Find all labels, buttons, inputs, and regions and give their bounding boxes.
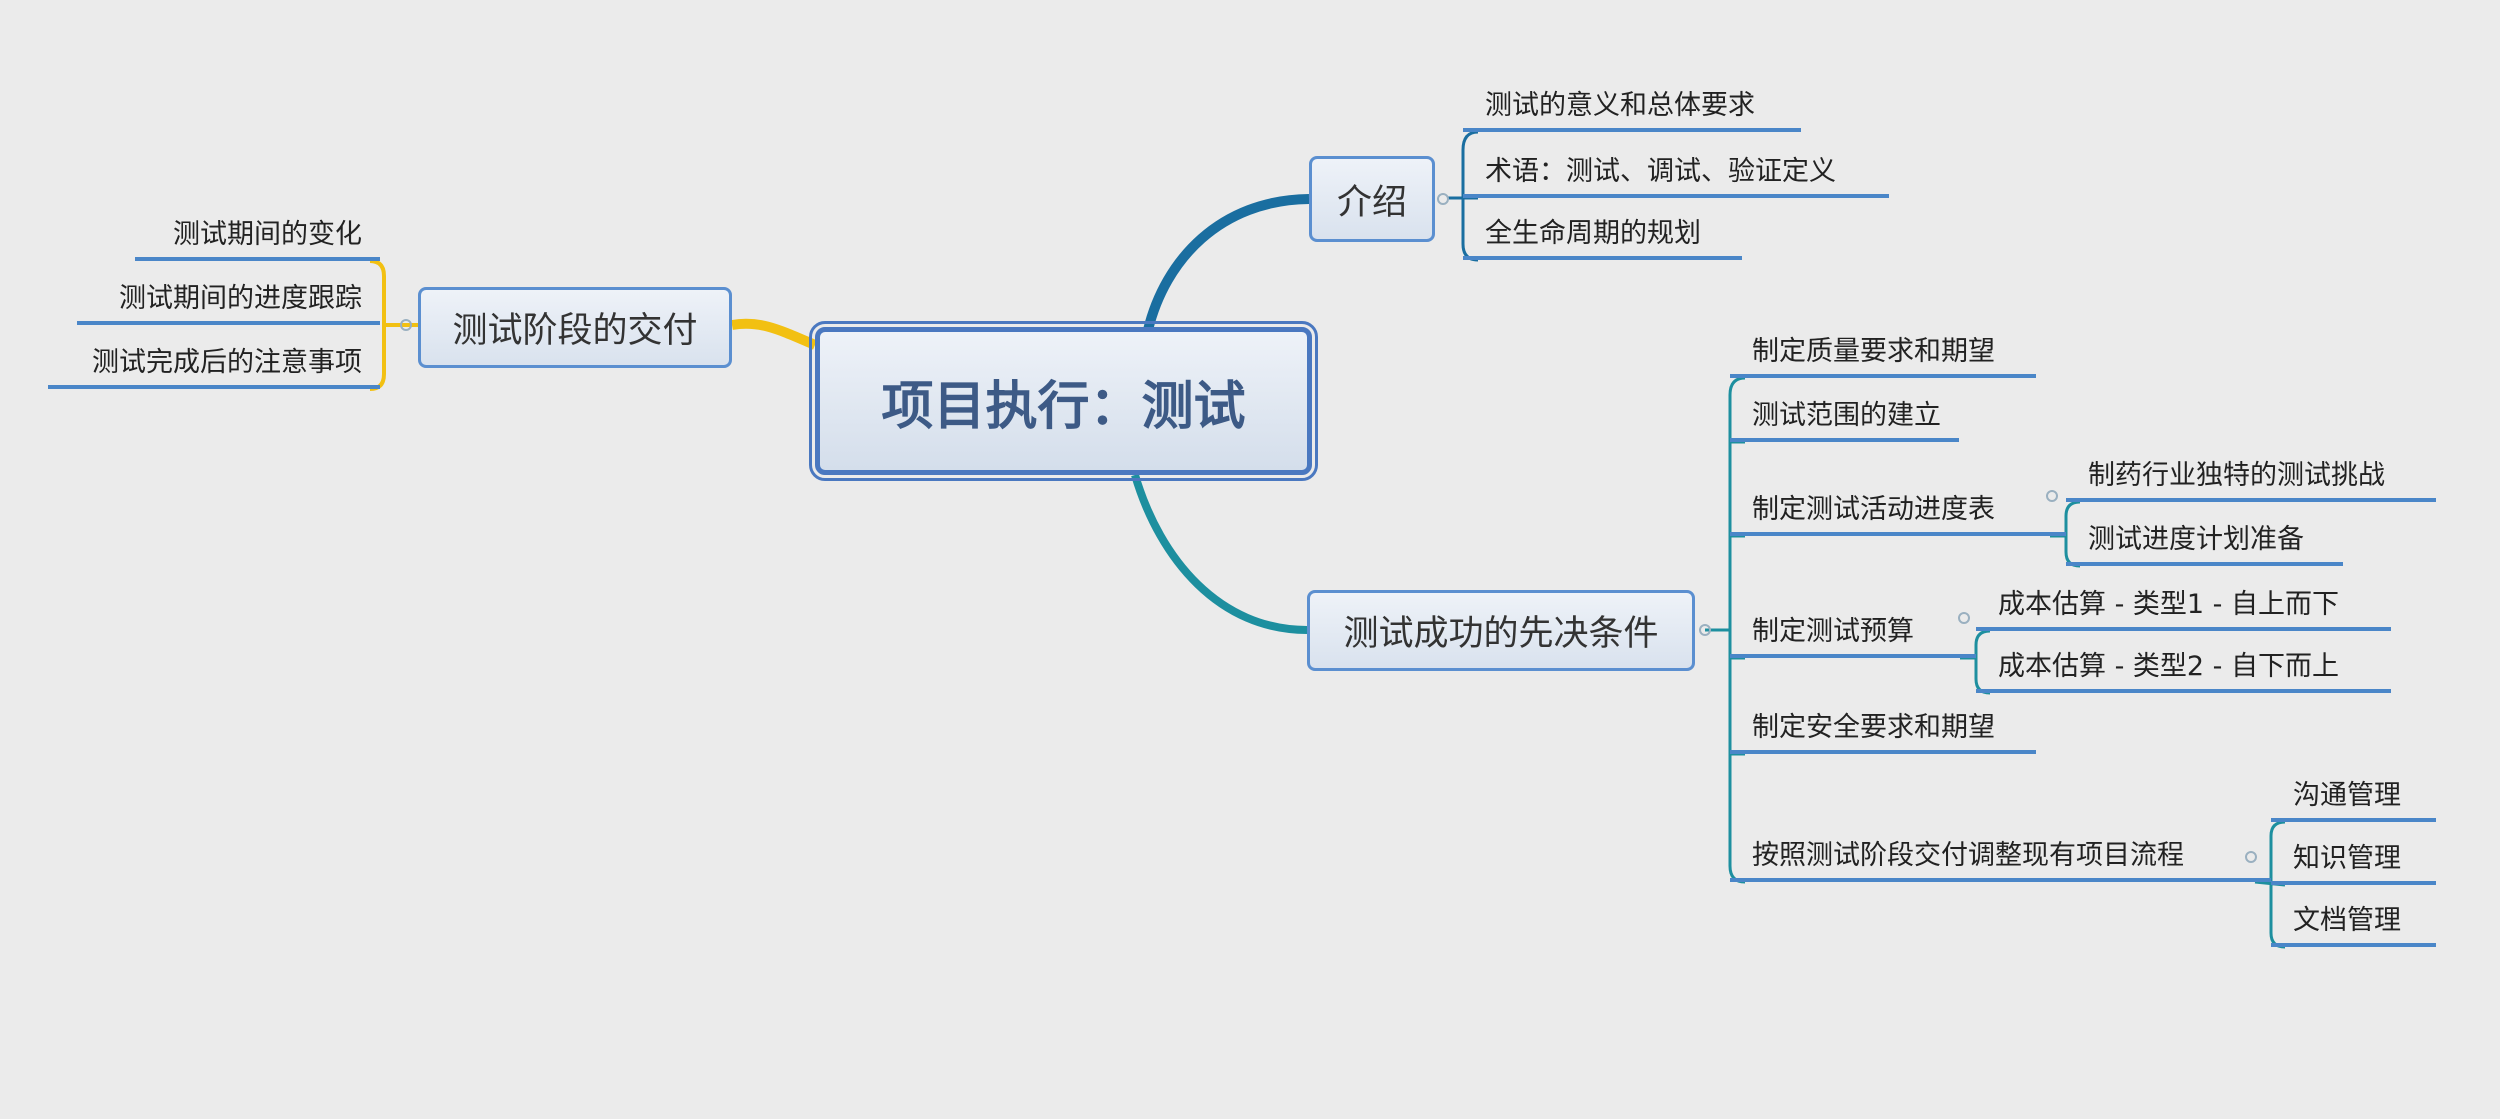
topic-prerequisites-label: 测试成功的先决条件 xyxy=(1343,614,1659,654)
subtopic[interactable]: 测试完成后的注意事项 xyxy=(48,343,380,389)
central-topic-label: 项目执行：测试 xyxy=(881,376,1246,437)
subtopic[interactable]: 测试范围的建立 xyxy=(1730,396,1959,442)
subtopic[interactable]: 术语：测试、调试、验证定义 xyxy=(1463,152,1889,198)
subtopic[interactable]: 沟通管理 xyxy=(2271,776,2436,822)
collapse-icon[interactable] xyxy=(2046,490,2058,502)
subtopic[interactable]: 文档管理 xyxy=(2271,901,2436,947)
subtopic[interactable]: 测试进度计划准备 xyxy=(2066,520,2343,566)
subtopic[interactable]: 全生命周期的规划 xyxy=(1463,214,1742,260)
collapse-icon[interactable] xyxy=(2245,851,2257,863)
branch-intro xyxy=(1143,194,1310,332)
topic-delivery[interactable]: 测试阶段的交付 xyxy=(418,287,732,368)
collapse-icon[interactable] xyxy=(1958,612,1970,624)
subtopic[interactable]: 按照测试阶段交付调整现有项目流程 xyxy=(1730,836,2271,882)
collapse-intro-icon[interactable] xyxy=(1437,193,1449,205)
branch-delivery xyxy=(731,318,817,350)
subtopic[interactable]: 制定质量要求和期望 xyxy=(1730,332,2036,378)
subtopic[interactable]: 成本估算 - 类型2 - 自下而上 xyxy=(1976,647,2391,693)
subtopic[interactable]: 制定安全要求和期望 xyxy=(1730,708,2036,754)
topic-prerequisites[interactable]: 测试成功的先决条件 xyxy=(1307,590,1695,671)
subtopic[interactable]: 知识管理 xyxy=(2271,839,2436,885)
topic-intro[interactable]: 介绍 xyxy=(1309,156,1435,242)
collapse-delivery-icon[interactable] xyxy=(400,319,412,331)
subtopic[interactable]: 测试的意义和总体要求 xyxy=(1463,86,1801,132)
topic-intro-label: 介绍 xyxy=(1336,182,1407,223)
subtopic[interactable]: 制定测试预算 xyxy=(1730,612,1976,658)
subtopic[interactable]: 制药行业独特的测试挑战 xyxy=(2066,456,2436,502)
subtopic[interactable]: 制定测试活动进度表 xyxy=(1730,490,2066,536)
branch-prereq xyxy=(1131,473,1308,634)
collapse-prerequisites-icon[interactable] xyxy=(1699,624,1711,636)
subtopic[interactable]: 成本估算 - 类型1 - 自上而下 xyxy=(1976,585,2391,631)
subtopic[interactable]: 测试期间的进度跟踪 xyxy=(77,279,380,325)
subtopic[interactable]: 测试期间的变化 xyxy=(135,215,380,261)
topic-delivery-label: 测试阶段的交付 xyxy=(452,311,698,351)
central-topic[interactable]: 项目执行：测试 xyxy=(809,321,1318,481)
